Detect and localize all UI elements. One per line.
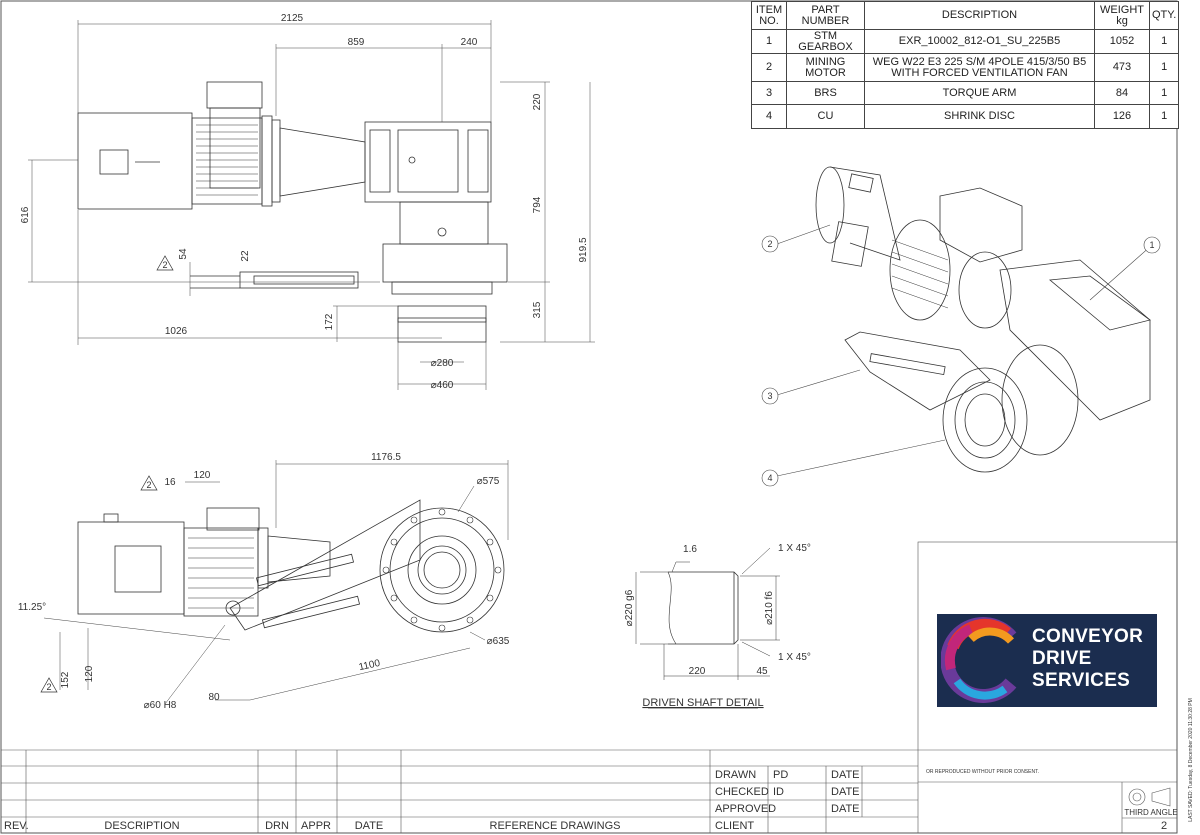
driven-shaft-detail	[635, 547, 780, 680]
dim-919: 919.5	[578, 237, 589, 262]
rev-triangle-side-top: 2	[140, 475, 158, 491]
svg-text:2: 2	[146, 480, 151, 490]
dim-1100: 1100	[358, 658, 382, 673]
approved-date-label: DATE	[831, 803, 860, 815]
dim-1176: 1176.5	[371, 452, 401, 463]
iso-shrink-disc	[942, 367, 1028, 473]
side-view	[77, 499, 505, 633]
dim-635: ⌀635	[487, 636, 510, 647]
sheet-number: 2	[1161, 820, 1167, 832]
bill-of-materials: ITEM NO. PART NUMBER DESCRIPTION WEIGHT …	[751, 1, 1180, 129]
bom-header-desc: DESCRIPTION	[864, 1, 1095, 30]
logo-line-2: DRIVE	[1032, 648, 1092, 669]
dim-315: 315	[532, 301, 543, 318]
motor-body	[77, 112, 193, 210]
balloon-1: 1	[1149, 240, 1154, 250]
dim-240: 240	[461, 37, 478, 48]
logo-c-mark	[941, 617, 1017, 703]
dim-280: ⌀280	[431, 358, 454, 369]
checked-by: ID	[773, 786, 784, 798]
drawn-date-label: DATE	[831, 769, 860, 781]
side-view-dimensions	[43, 460, 509, 705]
approved-label: APPROVED	[715, 803, 776, 815]
svg-text:2: 2	[162, 260, 167, 270]
rev-triangle-side-bottom: 2	[40, 677, 58, 693]
dim-120a: 120	[194, 470, 211, 481]
roughness-1-6: 1.6	[683, 544, 697, 555]
client-label: CLIENT	[715, 820, 754, 832]
dim-616: 616	[20, 206, 31, 223]
consent-note: OR REPRODUCED WITHOUT PRIOR CONSENT.	[926, 769, 1039, 775]
dim-60h8: ⌀60 H8	[144, 700, 177, 711]
dim-210-f6: ⌀210 f6	[764, 591, 775, 625]
drawn-label: DRAWN	[715, 769, 756, 781]
bom-header-weight: WEIGHT kg	[1094, 1, 1150, 30]
gearbox-head	[364, 121, 492, 203]
checked-label: CHECKED	[715, 786, 769, 798]
bom-header-qty: QTY.	[1148, 1, 1180, 30]
logo-line-3: SERVICES	[1032, 670, 1131, 691]
dim-54: 54	[178, 248, 189, 260]
dim-575: ⌀575	[477, 476, 500, 487]
title-block	[1, 541, 1178, 834]
side-motor-body	[77, 521, 185, 615]
logo-line-1: CONVEYOR	[1032, 626, 1144, 647]
dim-220: 220	[532, 93, 543, 110]
dim-shaft-45: 45	[756, 666, 768, 677]
dim-shaft-220: 220	[689, 666, 706, 677]
company-logo: CONVEYOR DRIVE SERVICES	[937, 614, 1157, 707]
third-angle-symbol	[1128, 787, 1171, 807]
dim-152: 152	[60, 671, 71, 688]
appr-col: APPR	[301, 820, 331, 832]
drn-col: DRN	[265, 820, 289, 832]
bom-row: 1 STM GEARBOX EXR_10002_812-O1_SU_225B5 …	[751, 29, 1180, 54]
dim-220-g6: ⌀220 g6	[624, 589, 635, 626]
balloon-3: 3	[767, 391, 772, 401]
dim-11-25: 11.25°	[18, 602, 46, 613]
dim-2125: 2125	[281, 13, 304, 24]
shaft-detail-title: DRIVEN SHAFT DETAIL	[642, 697, 763, 709]
bom-header-item: ITEM NO.	[751, 1, 787, 30]
balloon-2: 2	[767, 239, 772, 249]
dim-794: 794	[532, 196, 543, 213]
checked-date-label: DATE	[831, 786, 860, 798]
third-angle-label: THIRD ANGLE	[1124, 808, 1177, 817]
iso-balloons	[761, 224, 1161, 487]
reference-drawings-col: REFERENCE DRAWINGS	[490, 820, 621, 832]
chamfer-top: 1 X 45°	[778, 543, 811, 554]
date-col: DATE	[355, 820, 384, 832]
chamfer-bottom: 1 X 45°	[778, 652, 811, 663]
rev-col: REV.	[4, 820, 29, 832]
dim-22: 22	[240, 250, 251, 262]
dim-859: 859	[348, 37, 365, 48]
dim-1026: 1026	[165, 326, 188, 337]
dim-460: ⌀460	[431, 380, 454, 391]
dim-172: 172	[324, 313, 335, 330]
balloon-4: 4	[767, 473, 772, 483]
dim-80: 80	[208, 692, 220, 703]
top-view-dimensions	[28, 20, 595, 390]
dim-16: 16	[164, 477, 176, 488]
bom-row: 2 MINING MOTOR WEG W22 E3 225 S/M 4POLE …	[751, 53, 1180, 82]
svg-text:2: 2	[46, 682, 51, 692]
side-flange-outer	[379, 507, 505, 633]
top-view	[77, 81, 508, 343]
drawn-by: PD	[773, 769, 788, 781]
bom-row: 4 CU SHRINK DISC 126 1	[751, 104, 1180, 129]
rev-triangle-top: 2	[156, 255, 174, 271]
bom-row: 3 BRS TORQUE ARM 84 1	[751, 81, 1180, 105]
last-saved-note: LAST SAVED: Tuesday, 8 December 2020 11:…	[1188, 698, 1194, 822]
dim-120b: 120	[84, 665, 95, 682]
isometric-view	[815, 166, 1151, 473]
description-col: DESCRIPTION	[104, 820, 179, 832]
bom-header-part: PART NUMBER	[786, 1, 865, 30]
